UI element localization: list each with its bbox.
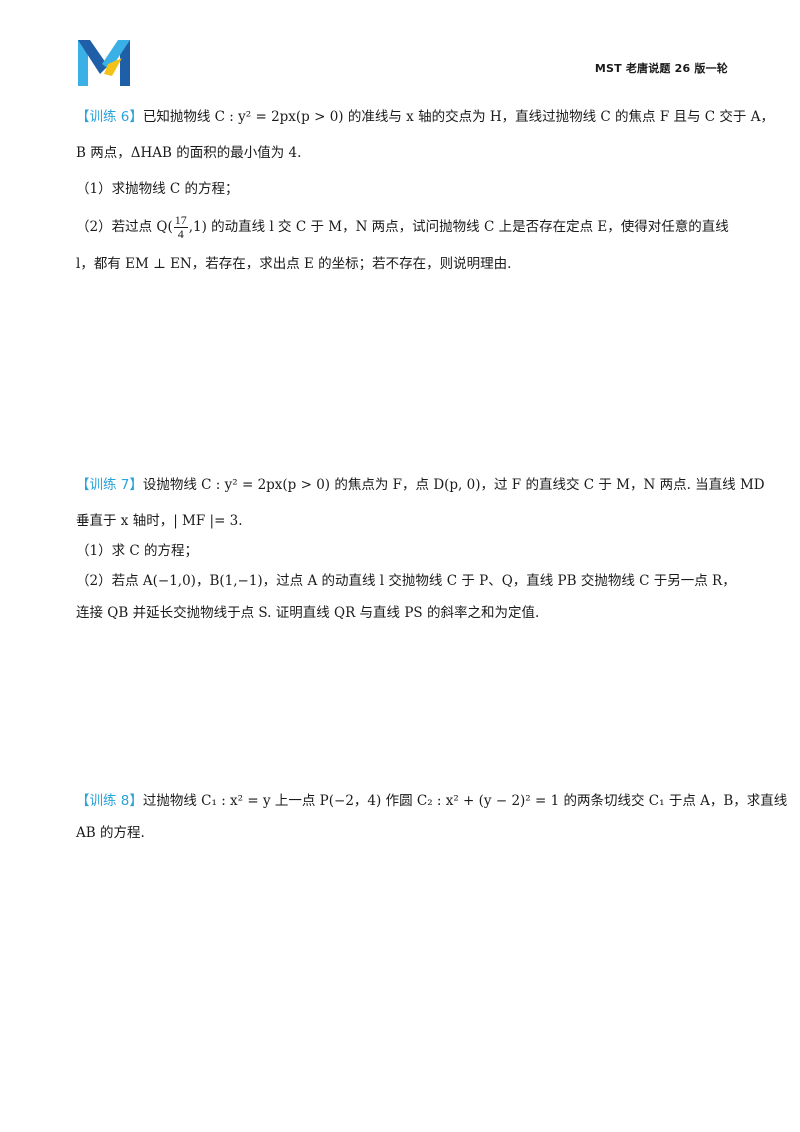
- problem-6-statement: 【训练 6】已知抛物线 C : y² = 2px(p > 0) 的准线与 x 轴…: [76, 106, 774, 128]
- problem-7-tag: 【训练 7】: [76, 477, 143, 493]
- problem-8: 【训练 8】过抛物线 C₁ : x² = y 上一点 P(−2，4) 作圆 C₂…: [76, 790, 787, 844]
- problem-6: 【训练 6】已知抛物线 C : y² = 2px(p > 0) 的准线与 x 轴…: [76, 106, 774, 275]
- problem-7: 【训练 7】设抛物线 C : y² = 2px(p > 0) 的焦点为 F，点 …: [76, 474, 765, 624]
- problem-7-question-1: （1）求 C 的方程；: [76, 543, 199, 559]
- problem-6-line2: B 两点，ΔHAB 的面积的最小值为 4.: [76, 145, 302, 161]
- problem-8-tag: 【训练 8】: [76, 793, 143, 809]
- problem-6-question-1: （1）求抛物线 C 的方程；: [76, 181, 239, 197]
- problem-7-line1: 设抛物线 C : y² = 2px(p > 0) 的焦点为 F，点 D(p, 0…: [142, 477, 765, 493]
- fraction-numerator: 17: [173, 213, 188, 228]
- problem-6-line1: 已知抛物线 C : y² = 2px(p > 0) 的准线与 x 轴的交点为 H…: [142, 109, 774, 125]
- problem-6-q2-before: （2）若过点 Q(: [76, 219, 173, 235]
- mst-logo-icon: [78, 40, 130, 86]
- header-brand-text: MST 老唐说题 26 版一轮: [594, 62, 728, 75]
- problem-7-question-2: （2）若点 A(−1,0)，B(1,−1)，过点 A 的动直线 l 交抛物线 C…: [76, 573, 736, 589]
- problem-8-line1: 过抛物线 C₁ : x² = y 上一点 P(−2，4) 作圆 C₂ : x² …: [142, 793, 788, 809]
- problem-6-q2-after: ,1) 的动直线 l 交 C 于 M，N 两点，试问抛物线 C 上是否存在定点 …: [188, 219, 729, 235]
- problem-6-tag: 【训练 6】: [76, 109, 143, 125]
- fraction-denominator: 4: [177, 227, 184, 241]
- problem-6-q2-line2: l，都有 EM ⊥ EN，若存在，求出点 E 的坐标；若不存在，则说明理由.: [76, 256, 512, 272]
- problem-7-statement: 【训练 7】设抛物线 C : y² = 2px(p > 0) 的焦点为 F，点 …: [76, 474, 765, 496]
- problem-7-q2-line2: 连接 QB 并延长交抛物线于点 S. 证明直线 QR 与直线 PS 的斜率之和为…: [76, 605, 540, 621]
- problem-7-line2: 垂直于 x 轴时，| MF |= 3.: [76, 513, 243, 529]
- problem-8-line2: AB 的方程.: [76, 825, 145, 841]
- problem-8-statement: 【训练 8】过抛物线 C₁ : x² = y 上一点 P(−2，4) 作圆 C₂…: [76, 790, 787, 812]
